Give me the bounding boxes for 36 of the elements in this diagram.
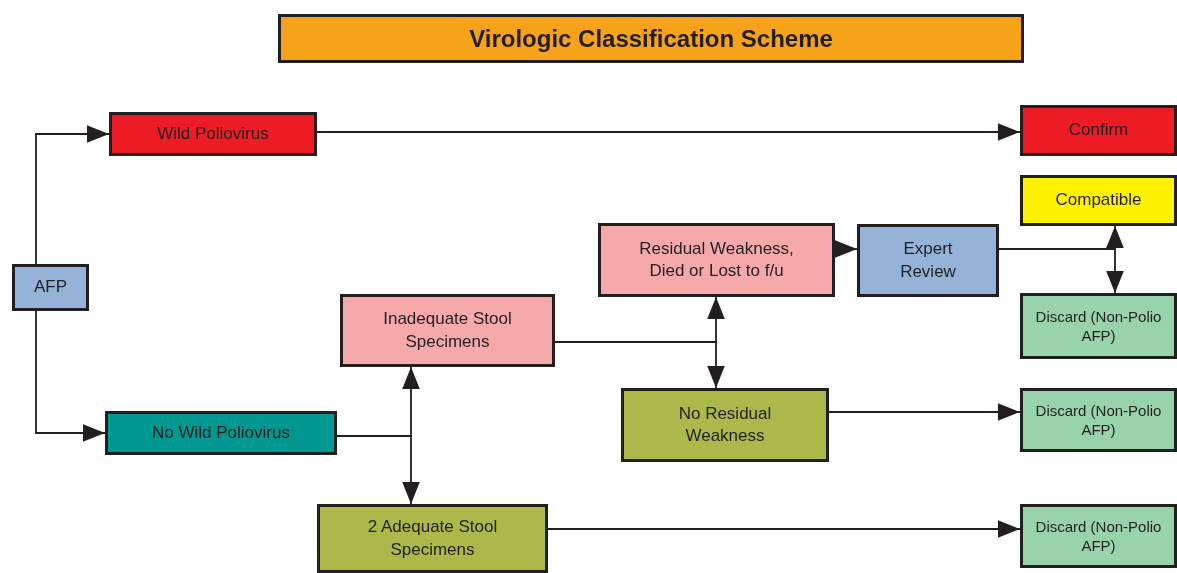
process-box (105, 411, 337, 455)
box-label: Discard (Non-Polio AFP) (1034, 516, 1163, 556)
process-box (340, 294, 555, 367)
arrow (316, 123, 1021, 141)
arrow (834, 240, 858, 258)
box-label: Confirm (1068, 119, 1129, 142)
outcome-box (1020, 175, 1177, 226)
box-label: Discard (Non-Polio AFP) (1034, 400, 1163, 440)
process-box (317, 504, 548, 573)
process-box (621, 388, 829, 462)
outcome-box (1020, 105, 1177, 156)
title-banner: Virologic Classification Scheme (278, 14, 1024, 63)
box-label: Expert Review (899, 238, 957, 283)
arrow (35, 125, 110, 265)
arrow (336, 435, 420, 505)
outcome-box (1020, 293, 1177, 359)
outcome-box (1020, 504, 1177, 568)
process-box (857, 224, 999, 297)
process-box (598, 223, 835, 297)
box-label: AFP (33, 276, 68, 299)
box-label: Residual Weakness, Died or Lost to f/u (638, 237, 795, 282)
outcome-box (1020, 388, 1177, 452)
arrow (554, 341, 725, 389)
box-label: Wild Poliovirus (157, 122, 269, 145)
box-label: 2 Adequate Stool Specimens (366, 516, 499, 561)
process-box (109, 112, 317, 156)
box-label: Discard (Non-Polio AFP) (1034, 306, 1163, 346)
arrow (35, 310, 106, 442)
process-box (12, 264, 89, 311)
arrow (828, 403, 1021, 421)
arrow (998, 248, 1124, 294)
box-label: No Residual Weakness (677, 402, 773, 447)
arrow (547, 520, 1021, 538)
box-label: Inadequate Stool Specimens (382, 308, 513, 353)
box-label: No Wild Poliovirus (152, 421, 290, 444)
box-label: Compatible (1055, 189, 1142, 212)
